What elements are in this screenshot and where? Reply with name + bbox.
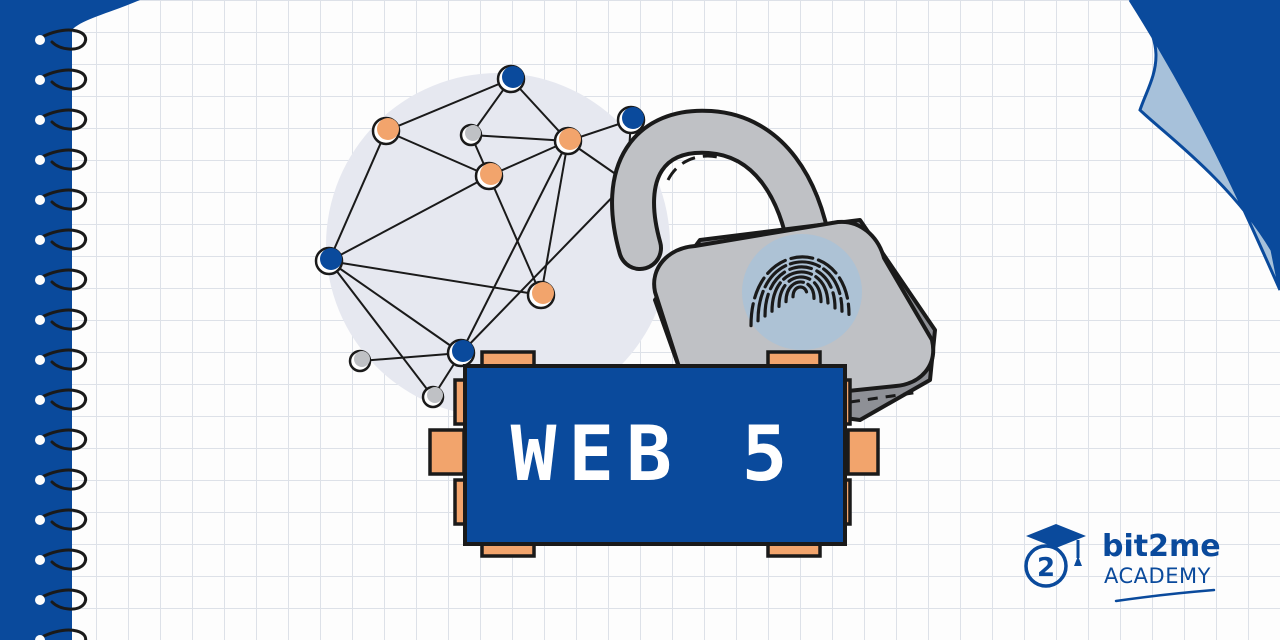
binding-hole — [35, 595, 45, 605]
fingerprint-ridge — [770, 270, 830, 313]
badge-number: 2 — [1037, 553, 1055, 583]
network-node — [320, 248, 342, 270]
binding-hole — [35, 275, 45, 285]
binding-hole — [35, 235, 45, 245]
brand-underline — [1114, 588, 1216, 603]
spiral-loop — [42, 308, 88, 331]
padlock-shackle-highlight — [666, 154, 723, 181]
binding-hole — [35, 475, 45, 485]
pixel-block — [846, 428, 880, 476]
network-edge — [359, 352, 462, 362]
binding-hole — [35, 395, 45, 405]
binding-hole — [35, 635, 45, 640]
network-nodes — [314, 64, 646, 409]
fingerprint-ridge — [791, 285, 809, 299]
page-curl-dark — [1130, 0, 1280, 290]
network-node — [427, 387, 443, 403]
brand-name: bit2me — [1102, 529, 1221, 564]
spiral-loop — [42, 148, 88, 171]
network-node — [502, 66, 524, 88]
fingerprint-ridge — [749, 255, 851, 328]
spiral-loop — [42, 348, 88, 371]
network-edge — [328, 175, 490, 262]
network-edge — [488, 140, 569, 177]
network-edges — [328, 78, 632, 398]
badge-circle — [1024, 544, 1068, 588]
network-edge — [385, 130, 490, 177]
binding-hole — [35, 195, 45, 205]
network-edge — [470, 134, 569, 142]
network-node — [532, 282, 554, 304]
spiral-loops — [35, 28, 88, 640]
network-edge — [460, 140, 569, 354]
spiral-loop — [42, 508, 88, 531]
spiral-loop — [42, 628, 88, 640]
binding-hole — [35, 35, 45, 45]
binding-hole — [35, 355, 45, 365]
binding-hole — [35, 515, 45, 525]
spiral-loop — [42, 228, 88, 251]
padlock-edge-detail — [849, 390, 921, 404]
page-curl-light — [1128, 0, 1280, 291]
graduation-cap-icon — [1026, 524, 1086, 566]
fingerprint-ridge — [763, 265, 837, 318]
binding-hole — [35, 75, 45, 85]
network-edge — [385, 78, 512, 132]
spiral-loop — [42, 268, 88, 291]
spiral-loop — [42, 468, 88, 491]
network-node — [622, 107, 644, 129]
network-node — [480, 163, 502, 185]
network-node — [452, 340, 474, 362]
network-node — [377, 118, 399, 140]
network-edge — [328, 260, 542, 296]
spiral-loop — [42, 588, 88, 611]
network-edge — [328, 260, 434, 398]
spiral-loop — [42, 548, 88, 571]
spiral-loop — [42, 428, 88, 451]
network-edge — [488, 175, 542, 296]
fingerprint-icon — [749, 255, 851, 328]
spiral-loop — [42, 28, 88, 51]
fingerprint-ridge — [777, 275, 823, 308]
network-edge — [540, 140, 569, 296]
spiral-loop — [42, 388, 88, 411]
network-node — [354, 351, 370, 367]
spiral-loop — [42, 188, 88, 211]
binding-hole — [35, 555, 45, 565]
brand-subtitle: ACADEMY — [1104, 564, 1211, 588]
network-edge — [328, 260, 462, 354]
binding-hole — [35, 435, 45, 445]
spiral-loop — [42, 108, 88, 131]
banner-title: WEB 5 — [511, 409, 800, 498]
fingerprint-ridge — [784, 280, 816, 304]
binding-hole — [35, 155, 45, 165]
fingerprint-ridge — [756, 260, 844, 323]
network-node — [465, 125, 481, 141]
spiral-loop — [42, 68, 88, 91]
padlock-shackle — [614, 112, 829, 269]
network-edge — [460, 181, 628, 354]
fingerprint-pad — [742, 234, 862, 350]
network-edge — [328, 130, 387, 262]
network-backdrop-circle — [326, 73, 670, 417]
banner-panel — [463, 364, 847, 546]
network-node — [559, 128, 581, 150]
binding-hole — [35, 115, 45, 125]
binding-hole — [35, 315, 45, 325]
